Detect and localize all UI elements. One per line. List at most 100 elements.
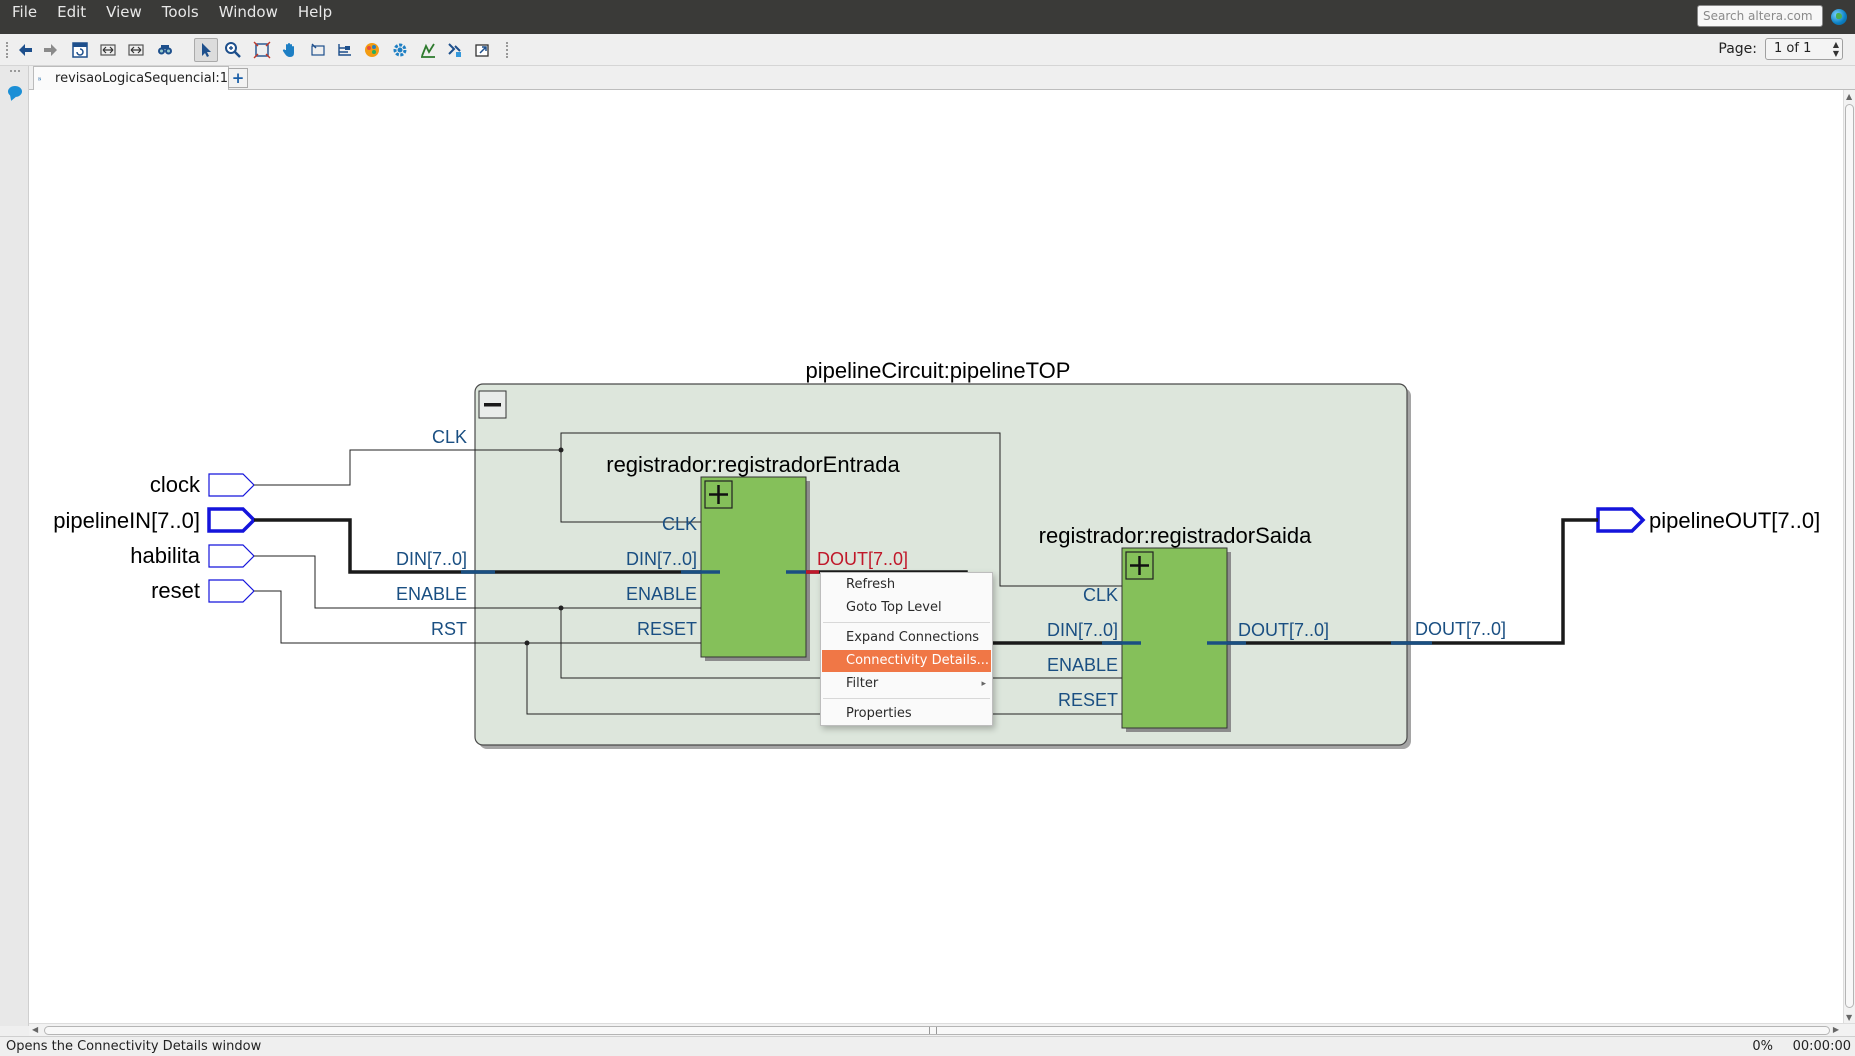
refresh-netlist-icon[interactable] [68, 38, 92, 62]
ctx-filter[interactable]: Filter [846, 676, 879, 691]
reg1-plus-icon [709, 485, 728, 504]
reg1-port-din: DIN[7..0] [626, 549, 697, 569]
menu-window[interactable]: Window [218, 3, 278, 21]
rtl-viewer-icon [38, 77, 41, 80]
tab-bar: revisaoLogicaSequencial:1 + [29, 66, 1855, 90]
reg2-port-clk: CLK [1083, 585, 1118, 605]
input-label-clock: clock [150, 472, 201, 497]
top-port-rst: RST [431, 619, 467, 639]
reg2-port-dout: DOUT[7..0] [1238, 620, 1329, 640]
wire-pipelineout[interactable] [1411, 518, 1598, 645]
reg2-port-reset: RESET [1058, 690, 1118, 710]
fit-vertical-icon[interactable] [124, 38, 148, 62]
ctx-goto-top-level[interactable]: Goto Top Level [846, 600, 942, 615]
vertical-scroll-thumb[interactable] [1845, 104, 1854, 1008]
settings-icon[interactable] [388, 38, 412, 62]
netlist-icon[interactable] [443, 38, 467, 62]
ctx-connectivity-details[interactable]: Connectivity Details... [822, 650, 991, 672]
top-port-clk: CLK [432, 427, 467, 447]
hand-tool-icon[interactable] [278, 38, 302, 62]
globe-icon[interactable] [1831, 9, 1847, 25]
submenu-arrow-icon: ▸ [981, 679, 986, 689]
wire-clock[interactable] [254, 449, 475, 486]
scroll-down-icon[interactable]: ▼ [1846, 1013, 1853, 1022]
input-label-pipelinein: pipelineIN[7..0] [53, 508, 200, 533]
menu-tools[interactable]: Tools [161, 3, 199, 21]
toolbar-grip-end[interactable] [506, 42, 510, 58]
find-icon[interactable] [153, 38, 177, 62]
output-pin-pipelineout[interactable] [1596, 507, 1646, 533]
schematic-canvas[interactable]: pipelineCircuit:pipelineTOP registrador:… [29, 90, 1843, 1024]
schematic-svg[interactable]: pipelineCircuit:pipelineTOP registrador:… [29, 90, 1843, 1024]
menu-view[interactable]: View [106, 3, 142, 21]
top-module-title: pipelineCircuit:pipelineTOP [806, 358, 1071, 383]
junction-clk [558, 447, 564, 453]
scroll-up-icon[interactable]: ▲ [1846, 92, 1853, 101]
search-input[interactable]: Search altera.com [1697, 5, 1823, 27]
ctx-separator [823, 698, 990, 699]
junction-enable [558, 605, 564, 611]
page-value: 1 of 1 [1774, 41, 1812, 56]
input-pin-clock[interactable] [208, 473, 255, 497]
input-label-habilita: habilita [130, 543, 200, 568]
vertical-scrollbar[interactable]: ▲ ▼ [1843, 90, 1855, 1024]
fit-window-icon[interactable] [250, 38, 274, 62]
ctx-refresh[interactable]: Refresh [846, 577, 896, 592]
area-select-icon[interactable] [306, 38, 330, 62]
ctx-expand-connections[interactable]: Expand Connections [846, 630, 980, 645]
reg2-port-enable: ENABLE [1047, 655, 1118, 675]
chat-bubble-icon[interactable] [8, 86, 22, 97]
wire-reset[interactable] [254, 590, 475, 644]
left-grip[interactable] [10, 70, 20, 76]
reg1-port-enable: ENABLE [626, 584, 697, 604]
menu-bar: File Edit View Tools Window Help Search … [0, 0, 1855, 34]
wire-int-clk-reg2[interactable] [560, 432, 1122, 587]
toolbar-grip[interactable] [6, 42, 10, 58]
tab-label: revisaoLogicaSequencial:1 [55, 71, 228, 86]
reg2-title: registrador:registradorSaida [1039, 523, 1312, 548]
color-icon[interactable] [360, 38, 384, 62]
hierarchy-icon[interactable] [333, 38, 357, 62]
selection-tool-icon[interactable] [194, 38, 218, 62]
reg1-title: registrador:registradorEntrada [606, 452, 900, 477]
minus-icon [484, 403, 501, 407]
page-spinbox[interactable]: 1 of 1 ▲▼ [1765, 38, 1843, 60]
menu-file[interactable]: File [12, 3, 38, 21]
input-pin-reset[interactable] [208, 579, 255, 603]
top-port-din: DIN[7..0] [396, 549, 467, 569]
wire-int-clk-reg1[interactable] [475, 449, 701, 523]
top-port-dout: DOUT[7..0] [1415, 619, 1506, 639]
fit-horizontal-icon[interactable] [96, 38, 120, 62]
reg1-port-clk: CLK [662, 514, 697, 534]
top-port-enable: ENABLE [396, 584, 467, 604]
context-menu: Refresh Goto Top Level Expand Connection… [820, 572, 993, 726]
reg2-port-din: DIN[7..0] [1047, 620, 1118, 640]
input-pin-habilita[interactable] [208, 544, 255, 568]
page-label: Page: [1718, 41, 1757, 57]
zoom-tool-icon[interactable] [221, 38, 245, 62]
status-time: 00:00:00 [1792, 1039, 1851, 1054]
menu-help[interactable]: Help [297, 3, 333, 21]
wire-pipelinein[interactable] [254, 518, 475, 574]
spin-arrows-icon[interactable]: ▲▼ [1832, 40, 1839, 58]
back-icon[interactable] [14, 38, 38, 62]
horizontal-scroll-thumb[interactable] [44, 1026, 1830, 1035]
reg1-port-reset: RESET [637, 619, 697, 639]
status-message: Opens the Connectivity Details window [6, 1039, 262, 1054]
ctx-properties[interactable]: Properties [846, 706, 912, 721]
scroll-left-icon[interactable]: ◀ [32, 1025, 39, 1034]
wire-habilita[interactable] [254, 555, 475, 609]
chart-icon[interactable] [416, 38, 440, 62]
scroll-right-icon[interactable]: ▶ [1832, 1025, 1839, 1034]
input-pin-pipelinein[interactable] [207, 507, 257, 533]
horizontal-scrollbar[interactable]: ◀ ▶ [29, 1023, 1855, 1036]
export-icon[interactable] [471, 38, 495, 62]
status-bar: Opens the Connectivity Details window 0%… [0, 1036, 1855, 1056]
menu-edit[interactable]: Edit [57, 3, 87, 21]
add-tab-button[interactable]: + [228, 68, 248, 88]
tab-rtl-viewer[interactable]: revisaoLogicaSequencial:1 [33, 66, 229, 90]
toolbar [0, 34, 1855, 66]
ctx-separator [823, 622, 990, 623]
forward-icon[interactable] [38, 38, 62, 62]
reg2-plus-icon [1130, 556, 1149, 575]
